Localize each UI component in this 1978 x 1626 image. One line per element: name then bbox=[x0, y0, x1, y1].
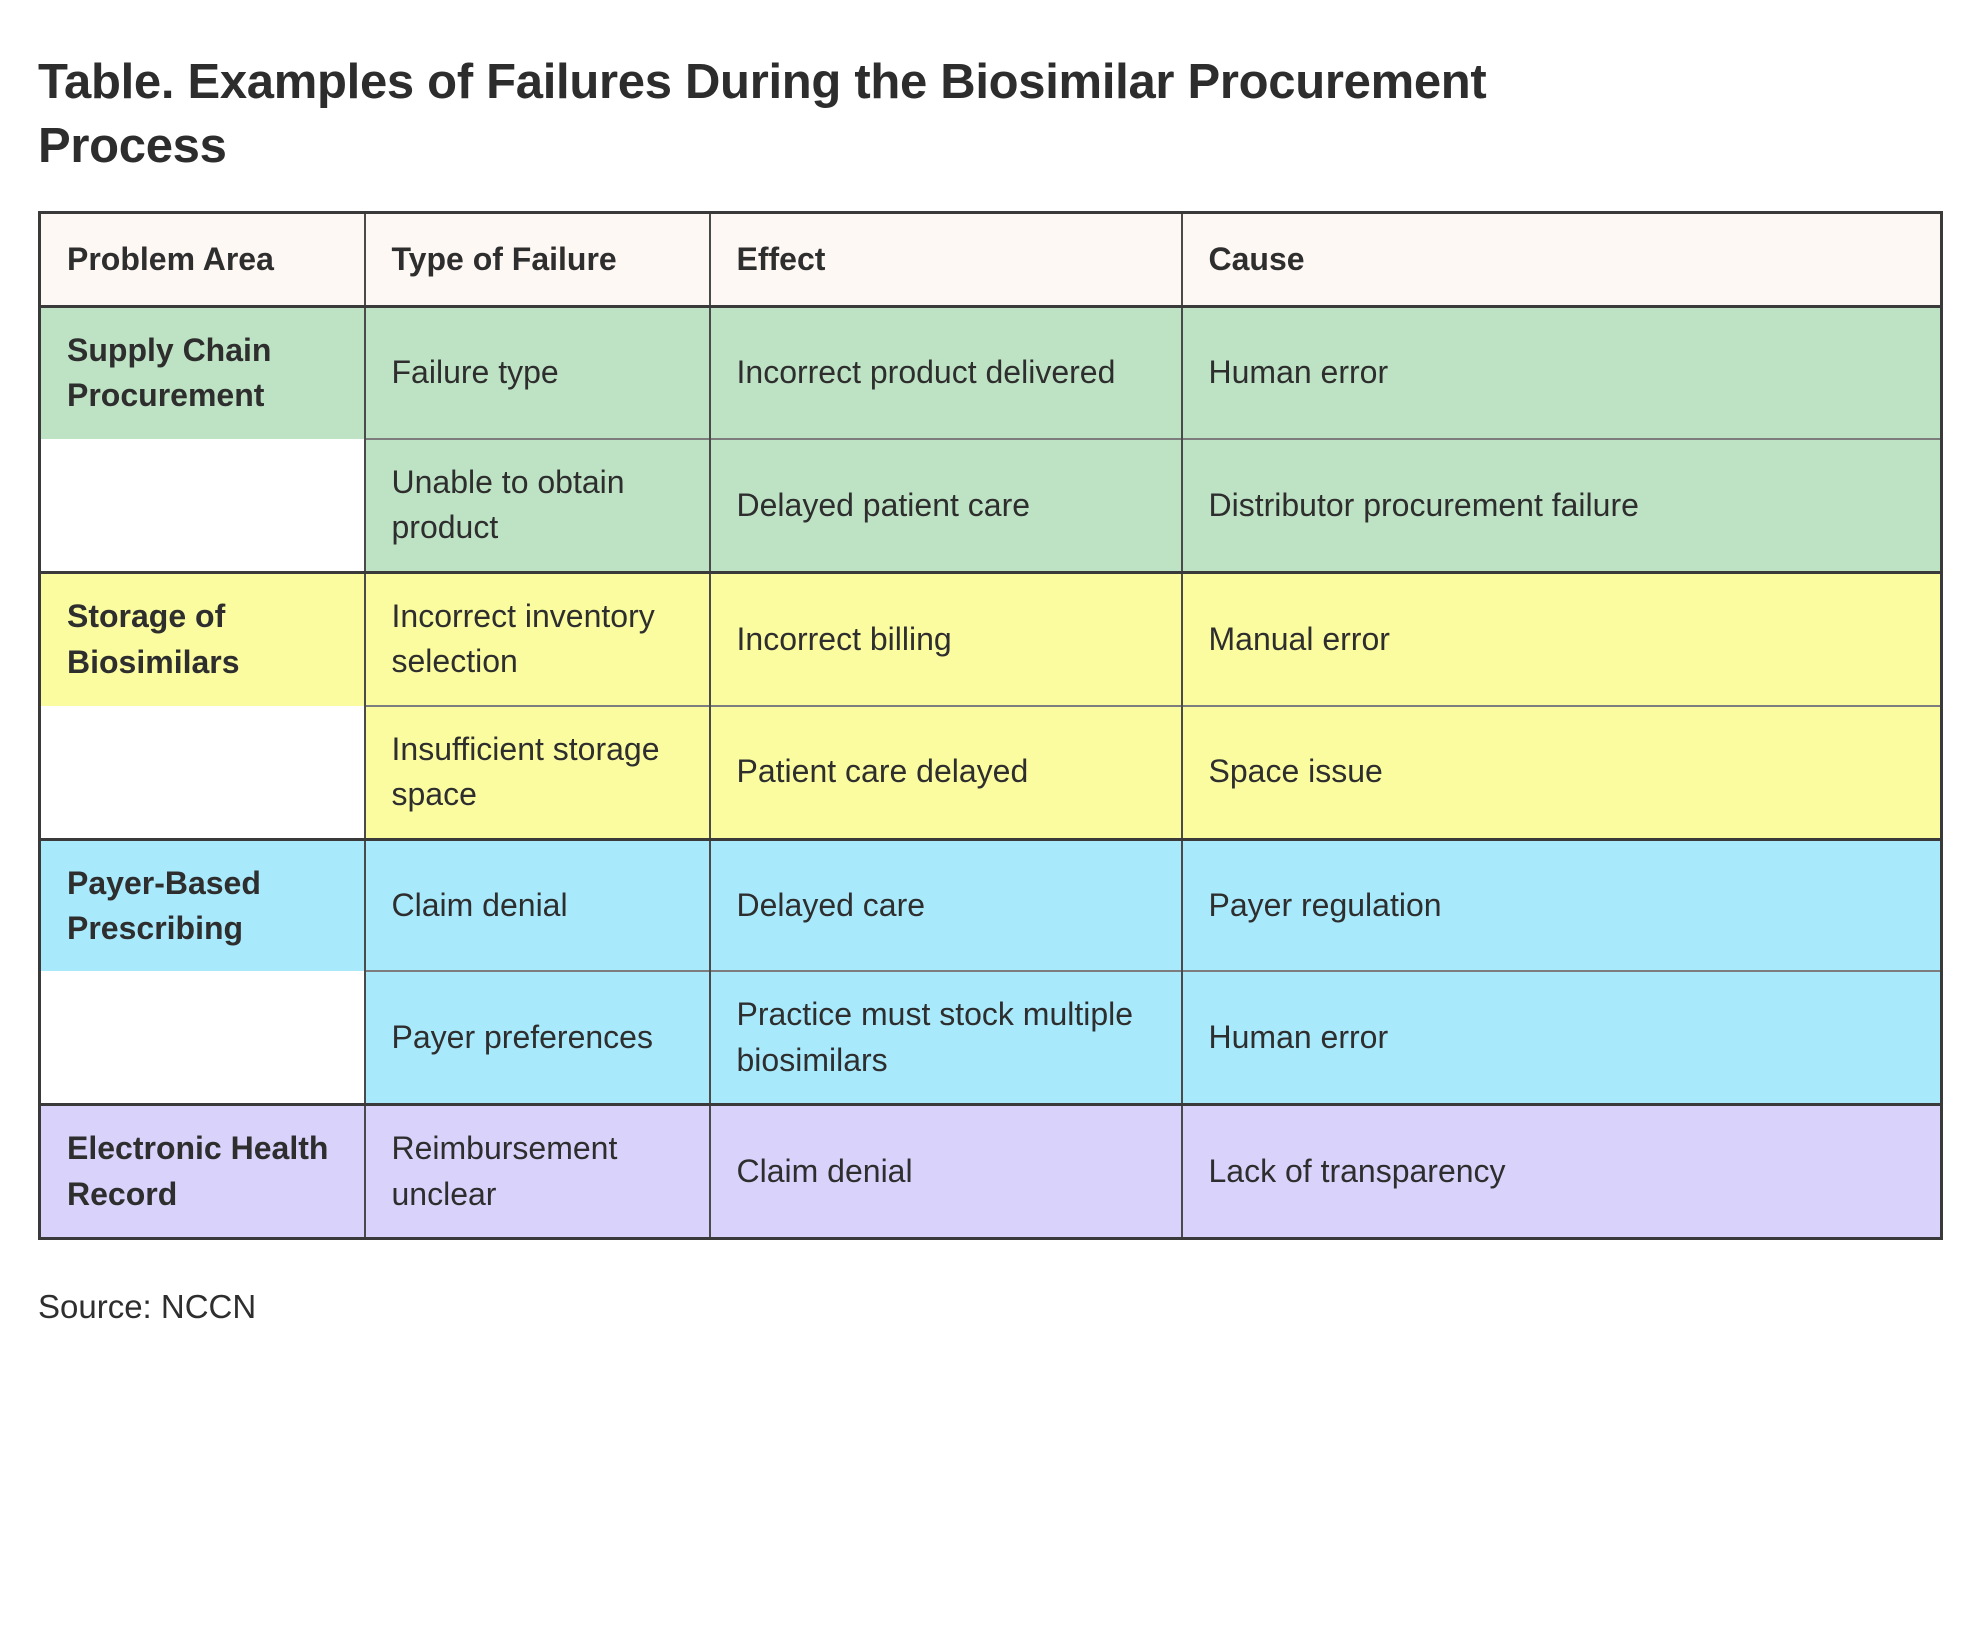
cell-type_of_failure: Incorrect inventory selection bbox=[363, 570, 711, 706]
cell-cause: Human error bbox=[1180, 305, 1942, 439]
cell-problem_area: Supply Chain Procurement bbox=[39, 305, 366, 439]
page-title: Table. Examples of Failures During the B… bbox=[38, 54, 1487, 173]
cell-type_of_failure: Reimbursement unclear bbox=[363, 1103, 711, 1239]
cell-effect: Claim denial bbox=[708, 1103, 1183, 1239]
cell-cause: Manual error bbox=[1180, 570, 1942, 706]
cell-type_of_failure: Unable to obtain product bbox=[363, 437, 711, 573]
cell-type_of_failure: Claim denial bbox=[363, 837, 711, 972]
cell-effect: Practice must stock multiple biosimilars bbox=[708, 970, 1183, 1105]
cell-effect: Incorrect product delivered bbox=[708, 305, 1183, 439]
cell-problem_area bbox=[39, 438, 366, 573]
cell-effect: Patient care delayed bbox=[708, 704, 1183, 840]
column-header-cause: Cause bbox=[1180, 212, 1942, 307]
cell-effect: Incorrect billing bbox=[708, 570, 1183, 706]
cell-cause: Payer regulation bbox=[1180, 837, 1942, 972]
cell-effect: Delayed patient care bbox=[708, 437, 1183, 573]
column-header-type_of_failure: Type of Failure bbox=[363, 212, 711, 307]
column-header-problem_area: Problem Area bbox=[39, 212, 366, 307]
cell-effect: Delayed care bbox=[708, 837, 1183, 972]
column-header-effect: Effect bbox=[708, 212, 1183, 307]
cell-cause: Distributor procurement failure bbox=[1180, 437, 1942, 573]
cell-type_of_failure: Failure type bbox=[363, 305, 711, 439]
source-note: Source: NCCN bbox=[38, 1288, 257, 1326]
cell-problem_area: Payer-Based Prescribing bbox=[39, 837, 366, 972]
cell-problem_area bbox=[39, 971, 366, 1105]
page-root: Table. Examples of Failures During the B… bbox=[0, 33, 1978, 1626]
cell-cause: Lack of transparency bbox=[1180, 1103, 1942, 1239]
cell-problem_area: Electronic Health Record bbox=[39, 1103, 366, 1239]
cell-type_of_failure: Insufficient storage space bbox=[363, 704, 711, 840]
cell-problem_area: Storage of Biosimilars bbox=[39, 570, 366, 706]
cell-cause: Human error bbox=[1180, 970, 1942, 1105]
cell-type_of_failure: Payer preferences bbox=[363, 970, 711, 1105]
cell-cause: Space issue bbox=[1180, 704, 1942, 840]
cell-problem_area bbox=[39, 705, 366, 840]
